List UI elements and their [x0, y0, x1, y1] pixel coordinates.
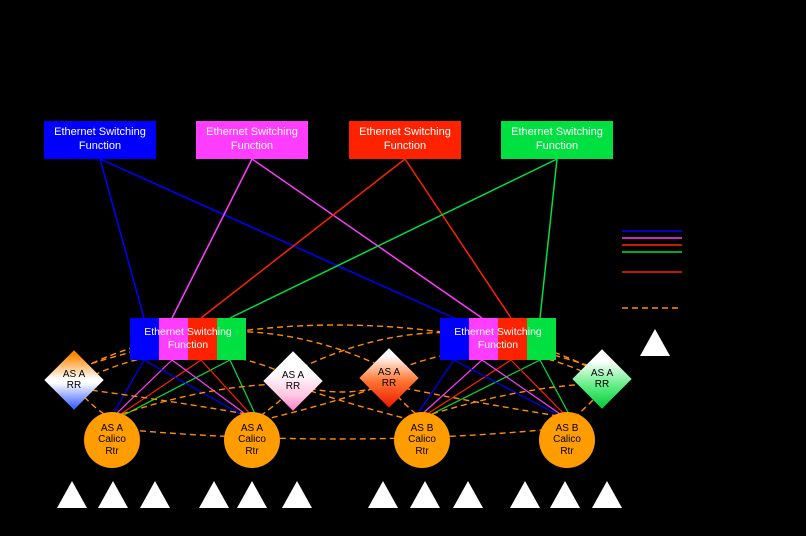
mid-ethernet-switch-right: Ethernet Switching Function [440, 318, 556, 360]
workload-triangle [368, 481, 398, 508]
legend-workload-triangle [640, 329, 670, 356]
calico-router-label: AS B Calico Rtr [408, 423, 436, 457]
vlan-strip-magenta [159, 318, 188, 360]
ethernet-switching-box-label: Ethernet Switching Function [359, 126, 451, 152]
route-reflector-3: AS A RR [359, 348, 419, 408]
mid-ethernet-switch-left: Ethernet Switching Function [130, 318, 246, 360]
vlan-trunk-lines [99, 158, 558, 319]
vlan-access-lines [111, 359, 571, 417]
workload-triangle [237, 481, 267, 508]
vlan-strip-magenta [469, 318, 498, 360]
ethernet-switching-box-label: Ethernet Switching Function [206, 126, 298, 152]
vlan-strip-green [217, 318, 246, 360]
mid-switch-label: Ethernet Switching Function [454, 326, 542, 351]
route-reflector-label: AS A RR [281, 369, 305, 393]
vlan-strip-red [188, 318, 217, 360]
workload-triangle [550, 481, 580, 508]
calico-router-2: AS A Calico Rtr [224, 412, 280, 468]
legend-lines [622, 230, 682, 309]
route-reflector-label: AS A RR [377, 366, 401, 390]
route-reflector-1: AS A RR [44, 350, 104, 410]
workload-triangle [57, 481, 87, 508]
workload-triangle [98, 481, 128, 508]
ethernet-switching-box-label: Ethernet Switching Function [54, 126, 146, 152]
ethernet-switching-box-green: Ethernet Switching Function [501, 121, 613, 159]
route-reflector-label: AS A RR [62, 368, 86, 392]
workload-triangle [410, 481, 440, 508]
calico-router-label: AS A Calico Rtr [98, 423, 126, 457]
vlan-strip-red [498, 318, 527, 360]
vlan-strip-blue [440, 318, 469, 360]
calico-router-1: AS A Calico Rtr [84, 412, 140, 468]
ethernet-switching-box-blue: Ethernet Switching Function [44, 121, 156, 159]
workload-triangle [199, 481, 229, 508]
calico-router-label: AS A Calico Rtr [238, 423, 266, 457]
workload-triangle [453, 481, 483, 508]
mid-switch-label: Ethernet Switching Function [144, 326, 232, 351]
calico-router-label: AS B Calico Rtr [553, 423, 581, 457]
ethernet-switching-box-label: Ethernet Switching Function [511, 126, 603, 152]
ethernet-switching-box-magenta: Ethernet Switching Function [196, 121, 308, 159]
route-reflector-label: AS A RR [590, 367, 614, 391]
workload-triangle [592, 481, 622, 508]
calico-router-4: AS B Calico Rtr [539, 412, 595, 468]
vlan-strip-green [527, 318, 556, 360]
calico-router-3: AS B Calico Rtr [394, 412, 450, 468]
vlan-strip-blue [130, 318, 159, 360]
route-reflector-2: AS A RR [263, 351, 323, 411]
workload-triangle [510, 481, 540, 508]
workload-triangle [282, 481, 312, 508]
workload-triangle [140, 481, 170, 508]
ethernet-switching-box-red: Ethernet Switching Function [349, 121, 461, 159]
route-reflector-4: AS A RR [572, 349, 632, 409]
